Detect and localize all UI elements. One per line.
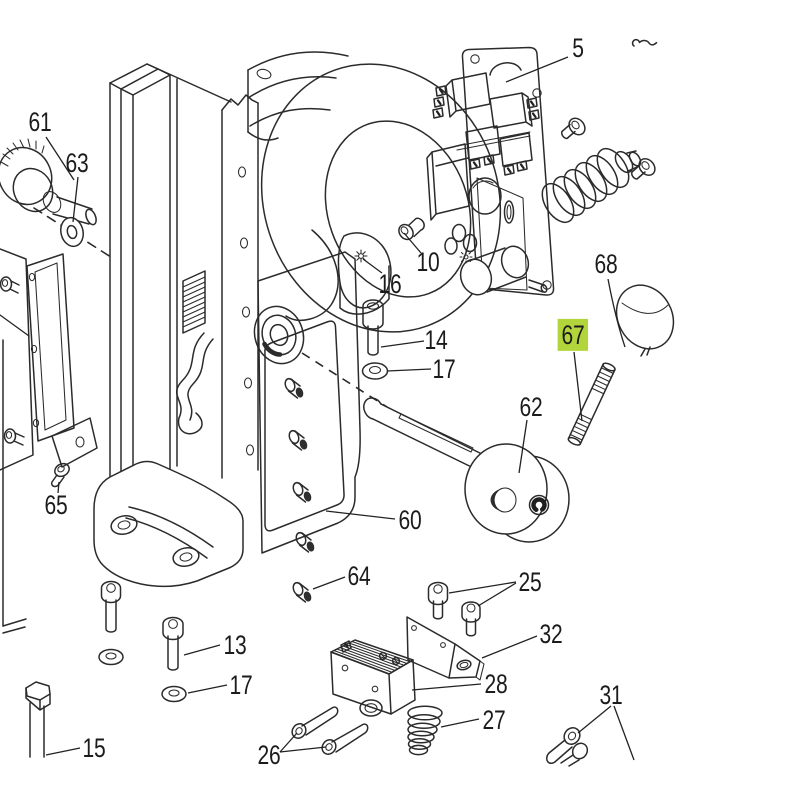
screw-65-drawing bbox=[50, 462, 70, 488]
part-label-26[interactable]: 26 bbox=[257, 739, 281, 770]
body-60-drawing bbox=[253, 251, 361, 554]
leader-line-offscreen bbox=[0, 314, 30, 337]
part-label-15[interactable]: 15 bbox=[82, 732, 106, 763]
screws-25-drawing bbox=[427, 581, 481, 637]
bracket-32-drawing bbox=[406, 616, 485, 681]
knob-68-drawing bbox=[615, 284, 675, 357]
bolt-15-drawing bbox=[25, 681, 51, 758]
part-label-65[interactable]: 65 bbox=[44, 489, 68, 520]
shaft-62-drawing bbox=[363, 397, 570, 543]
bolt-14-drawing bbox=[361, 299, 389, 380]
part-label-16[interactable]: 16 bbox=[378, 268, 402, 299]
bolt-13-group-drawing bbox=[98, 580, 187, 703]
left-edge-parts-drawing bbox=[0, 248, 98, 634]
part-label-25[interactable]: 25 bbox=[518, 566, 542, 597]
part-label-62[interactable]: 62 bbox=[519, 391, 543, 422]
microswitch-28-drawing bbox=[330, 639, 416, 717]
part-label-61[interactable]: 61 bbox=[28, 106, 52, 137]
washer-63-drawing bbox=[60, 216, 84, 248]
foot-drawing bbox=[93, 460, 244, 588]
spring-drawing bbox=[541, 147, 642, 224]
part-label-60[interactable]: 60 bbox=[398, 504, 422, 535]
part-label-67-highlighted[interactable]: 67 bbox=[557, 318, 589, 352]
panel-screws-drawing bbox=[561, 117, 656, 180]
part-label-68[interactable]: 68 bbox=[594, 248, 618, 279]
spring-27-drawing bbox=[407, 705, 443, 756]
part-label-31[interactable]: 31 bbox=[599, 679, 623, 710]
part-label-27[interactable]: 27 bbox=[482, 704, 506, 735]
leader-lines bbox=[45, 56, 635, 761]
part-label-13[interactable]: 13 bbox=[223, 629, 247, 660]
part-label-17[interactable]: 17 bbox=[432, 353, 456, 384]
body-pins-drawing bbox=[284, 377, 315, 553]
pin-64-drawing bbox=[292, 581, 312, 603]
screws-31-drawing bbox=[545, 727, 589, 767]
screw-10-drawing bbox=[398, 217, 425, 241]
panel-5-drawing bbox=[426, 46, 555, 296]
part-label-14[interactable]: 14 bbox=[424, 324, 448, 355]
column-drawing bbox=[109, 63, 259, 509]
clip-icon bbox=[631, 38, 658, 47]
handle-ring-drawing bbox=[247, 51, 502, 333]
knob-61-drawing bbox=[0, 138, 115, 260]
part-label-17b[interactable]: 17 bbox=[229, 669, 253, 700]
rod-67-drawing bbox=[567, 362, 616, 446]
part-label-63[interactable]: 63 bbox=[65, 147, 89, 178]
part-label-64[interactable]: 64 bbox=[347, 560, 371, 591]
part-label-5[interactable]: 5 bbox=[572, 32, 584, 63]
screws-26-drawing bbox=[291, 706, 369, 755]
part-label-10[interactable]: 10 bbox=[416, 246, 440, 277]
panel-star-washer-icon bbox=[459, 250, 473, 264]
part-label-32[interactable]: 32 bbox=[539, 618, 563, 649]
part-label-28[interactable]: 28 bbox=[484, 668, 508, 699]
